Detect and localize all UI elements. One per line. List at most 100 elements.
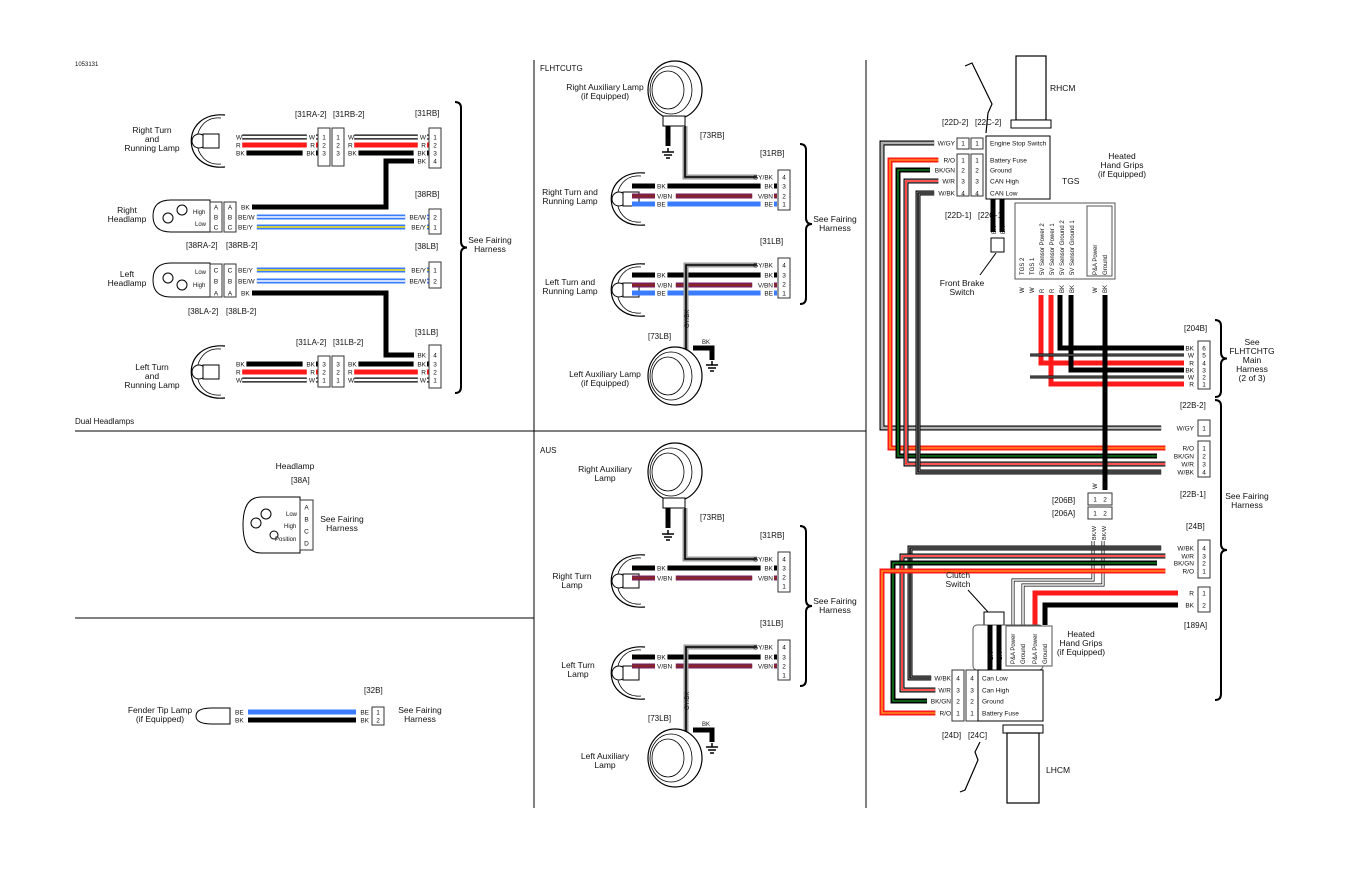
right-aux-lamp [647, 60, 703, 120]
lhcm-label: LHCM [1046, 765, 1070, 775]
see-fairing-harness-label: See Fairing [468, 235, 512, 245]
single-headlamp [242, 496, 301, 554]
connector-label: [24C] [968, 731, 987, 740]
aux-lamp-body [647, 60, 703, 120]
pin-number: 1 [961, 141, 965, 148]
low-beam-bulb-icon [162, 272, 174, 284]
wire-label: R [1189, 361, 1194, 368]
headlamp-label: Headlamp [276, 461, 315, 471]
wire-label: R/O [1182, 569, 1194, 576]
wire-label: BK/GN [1174, 454, 1195, 461]
fairing-brace [454, 101, 468, 394]
pin-number: 4 [782, 645, 786, 652]
pin-number: 1 [433, 378, 437, 385]
front-brake-switch-label: Switch [949, 287, 974, 297]
wire-label: W [1093, 287, 1099, 293]
tgs-pin-label: 5V Sensor Power 2 [1040, 223, 1046, 275]
pin-number: A [214, 205, 219, 212]
main-harness-brace [1214, 319, 1228, 398]
ground-icon [662, 530, 674, 541]
clutch-switch-label: Switch [945, 579, 970, 589]
pin-number: 4 [1202, 361, 1206, 368]
pin-number: C [304, 529, 309, 536]
pin-number: 3 [336, 362, 340, 369]
heated-grips-label: Hand Grips [1101, 160, 1144, 170]
wire-label: BK [236, 151, 245, 158]
wire-label: V/BN [657, 664, 672, 671]
wire-label: GY/BK [753, 557, 774, 564]
pin-number: 2 [322, 143, 326, 150]
wire-label: BK [306, 362, 315, 369]
wire-label: BE/W [409, 279, 426, 286]
wire-label: BK [657, 273, 666, 280]
wire-label: BK [989, 652, 995, 660]
wire-label: W [1188, 375, 1195, 382]
connector-label: [32B] [364, 686, 383, 695]
pin-number: 1 [433, 225, 437, 232]
wire-label: W [236, 135, 243, 142]
wire-label: BK [998, 652, 1004, 660]
pin-number: 3 [1202, 462, 1206, 469]
wire-label: W [236, 378, 243, 385]
fender-tip-lamp-label: Fender Tip Lamp [128, 705, 193, 715]
pin-number: 2 [433, 215, 437, 222]
connector-housing [209, 201, 223, 233]
wire-label: R [348, 143, 353, 150]
pin-number: 1 [433, 135, 437, 142]
wire-label: BK [1185, 603, 1194, 610]
wire-label: BK [992, 226, 998, 234]
document-id: 1053131 [75, 62, 99, 68]
left-aux-lamp-label: Left Auxiliary [581, 751, 630, 761]
wire-label: BK [657, 655, 666, 662]
wire-r [1032, 590, 1178, 625]
wire-label: BE [764, 202, 773, 209]
right-aux-lamp-label: Right Auxiliary Lamp [566, 82, 644, 92]
pin-number: C [214, 268, 219, 275]
pin-number: 3 [961, 179, 965, 186]
aux-lamp-ring [649, 447, 693, 497]
pin-number: 3 [1202, 554, 1206, 561]
pin-number: 2 [433, 370, 437, 377]
wire-label: R/O [1182, 446, 1194, 453]
connector-label: [38A] [291, 476, 310, 485]
wire-label: R [310, 370, 315, 377]
section-title: FLHTCUTG [540, 64, 583, 73]
pin-number: 4 [433, 353, 437, 360]
tgs-pin-label: 5V Sensor Ground 1 [1070, 220, 1076, 275]
wire-label: BK/GN [931, 699, 952, 706]
pin-number: 1 [1202, 591, 1206, 598]
pin-number: 4 [970, 676, 974, 683]
pin-number: 2 [782, 575, 786, 582]
see-fairing-harness-label: Harness [1231, 500, 1263, 510]
pin-number: C [214, 225, 219, 232]
wire-label: W [309, 378, 316, 385]
pin-number: 1 [322, 378, 326, 385]
lh-switch-housing [977, 669, 1044, 722]
leader-line [979, 252, 997, 276]
see-fairing-harness-label: See Fairing [398, 705, 442, 715]
wire-label: BK/W [1102, 525, 1108, 540]
wire-label: BK [360, 718, 369, 725]
aux-lamp-ring [649, 733, 693, 783]
left-turn-lamp-label: and [145, 371, 159, 381]
aux-lamp-lens [651, 452, 685, 492]
wire-label: R [1050, 288, 1056, 293]
wire-label: BK [235, 718, 244, 725]
wire-label: W [348, 135, 355, 142]
wire-label: BK [657, 566, 666, 573]
pin-number: 2 [322, 370, 326, 377]
pin-number: 1 [322, 135, 326, 142]
connector-label: [31RB-2] [333, 110, 365, 119]
wire-label: BE [235, 710, 244, 717]
left-turn-lamp-label: Lamp [567, 669, 589, 679]
high-beam-bulb-icon [176, 204, 188, 216]
wire-gy-bk-tracer [684, 126, 757, 178]
connector-label: [22B-2] [1180, 401, 1206, 410]
section-title: Dual Headlamps [75, 417, 134, 426]
wire-label: W/BK [934, 676, 951, 683]
connector-housing [970, 153, 984, 197]
pin-number: 2 [336, 143, 340, 150]
connector-label: [31LA-2] [296, 338, 326, 347]
pin-number: 3 [782, 655, 786, 662]
